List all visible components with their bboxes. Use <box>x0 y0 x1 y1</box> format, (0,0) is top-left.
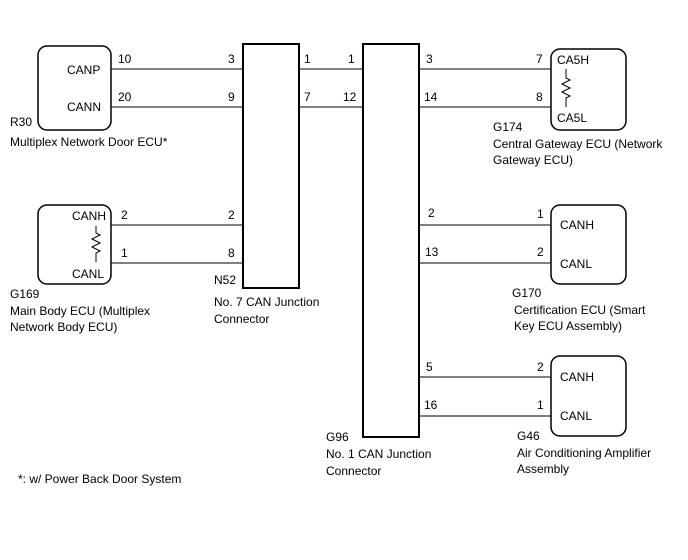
g170-pin-h-no: 1 <box>537 207 544 221</box>
n52-pin-out-h: 1 <box>304 52 311 66</box>
r30-code: R30 <box>10 115 32 129</box>
g169-pin-h-label: CANH <box>72 209 106 223</box>
n52-pin-r30-h: 3 <box>228 52 235 66</box>
g96-pin-g174-l: 14 <box>424 90 438 104</box>
g96-name-line2: Connector <box>326 464 381 478</box>
g174-pin-l-label: CA5L <box>557 111 587 125</box>
g169-code: G169 <box>10 287 40 301</box>
g96-pin-g170-h: 2 <box>428 206 435 220</box>
g170-pin-l-no: 2 <box>537 245 544 259</box>
g169-resistor-icon <box>90 226 102 262</box>
g46-pin-h-label: CANH <box>560 370 594 384</box>
r30-pin-l-label: CANN <box>67 100 101 114</box>
g96-junction-connector <box>362 43 420 438</box>
r30-pin-h-label: CANP <box>67 63 100 77</box>
g96-code: G96 <box>326 430 349 444</box>
g96-pin-g170-l: 13 <box>425 245 439 259</box>
g174-ecu: CA5H CA5L <box>550 48 627 131</box>
g174-code: G174 <box>493 120 523 134</box>
r30-pin-l-no: 20 <box>118 90 132 104</box>
n52-name-line1: No. 7 CAN Junction <box>214 295 319 309</box>
g169-pin-l-label: CANL <box>72 267 104 281</box>
g174-pin-h-label: CA5H <box>557 53 589 67</box>
g96-pin-g46-l: 16 <box>424 398 438 412</box>
g96-name-line1: No. 1 CAN Junction <box>326 447 431 461</box>
g174-name-line2: Gateway ECU) <box>493 153 573 167</box>
captions: R30 Multiplex Network Door ECU* G169 Mai… <box>10 115 663 486</box>
n52-pin-g169-l: 8 <box>228 246 235 260</box>
g46-ecu: CANH CANL <box>550 355 627 437</box>
n52-pin-r30-l: 9 <box>228 90 235 104</box>
footnote: *: w/ Power Back Door System <box>18 472 181 486</box>
g170-pin-h-label: CANH <box>560 218 594 232</box>
g46-pin-l-label: CANL <box>560 409 592 423</box>
pin-numbers: 10 20 2 1 3 9 2 8 1 7 1 12 3 14 2 13 5 1… <box>118 52 544 412</box>
n52-pin-out-l: 7 <box>304 90 311 104</box>
g169-ecu: CANH CANL <box>37 204 112 285</box>
g46-code: G46 <box>517 429 540 443</box>
g46-name-line1: Air Conditioning Amplifier <box>517 446 651 460</box>
g170-ecu: CANH CANL <box>550 204 627 285</box>
can-wires <box>111 66 551 417</box>
n52-pin-g169-h: 2 <box>228 208 235 222</box>
g96-pin-in-l: 12 <box>343 90 357 104</box>
g169-name-line1: Main Body ECU (Multiplex <box>10 304 150 318</box>
g169-name-line2: Network Body ECU) <box>10 320 117 334</box>
g96-pin-g174-h: 3 <box>426 52 433 66</box>
g174-name-line1: Central Gateway ECU (Network <box>493 137 663 151</box>
g96-pin-in-h: 1 <box>348 52 355 66</box>
g169-pin-h-no: 2 <box>121 208 128 222</box>
n52-junction-connector <box>242 43 300 289</box>
g169-pin-l-no: 1 <box>121 246 128 260</box>
r30-pin-h-no: 10 <box>118 52 132 66</box>
g174-pin-l-no: 8 <box>536 90 543 104</box>
g170-pin-l-label: CANL <box>560 257 592 271</box>
g170-name-line2: Key ECU Assembly) <box>514 319 622 333</box>
g170-name-line1: Certification ECU (Smart <box>514 303 646 317</box>
g174-pin-h-no: 7 <box>536 52 543 66</box>
g46-pin-h-no: 2 <box>537 360 544 374</box>
g170-code: G170 <box>512 286 542 300</box>
g96-pin-g46-h: 5 <box>426 360 433 374</box>
g46-pin-l-no: 1 <box>537 398 544 412</box>
g174-resistor-icon <box>560 69 572 107</box>
n52-code: N52 <box>214 273 236 287</box>
r30-name: Multiplex Network Door ECU* <box>10 135 168 149</box>
g46-name-line2: Assembly <box>517 462 569 476</box>
r30-ecu: CANP CANN <box>37 45 112 131</box>
n52-name-line2: Connector <box>214 312 269 326</box>
